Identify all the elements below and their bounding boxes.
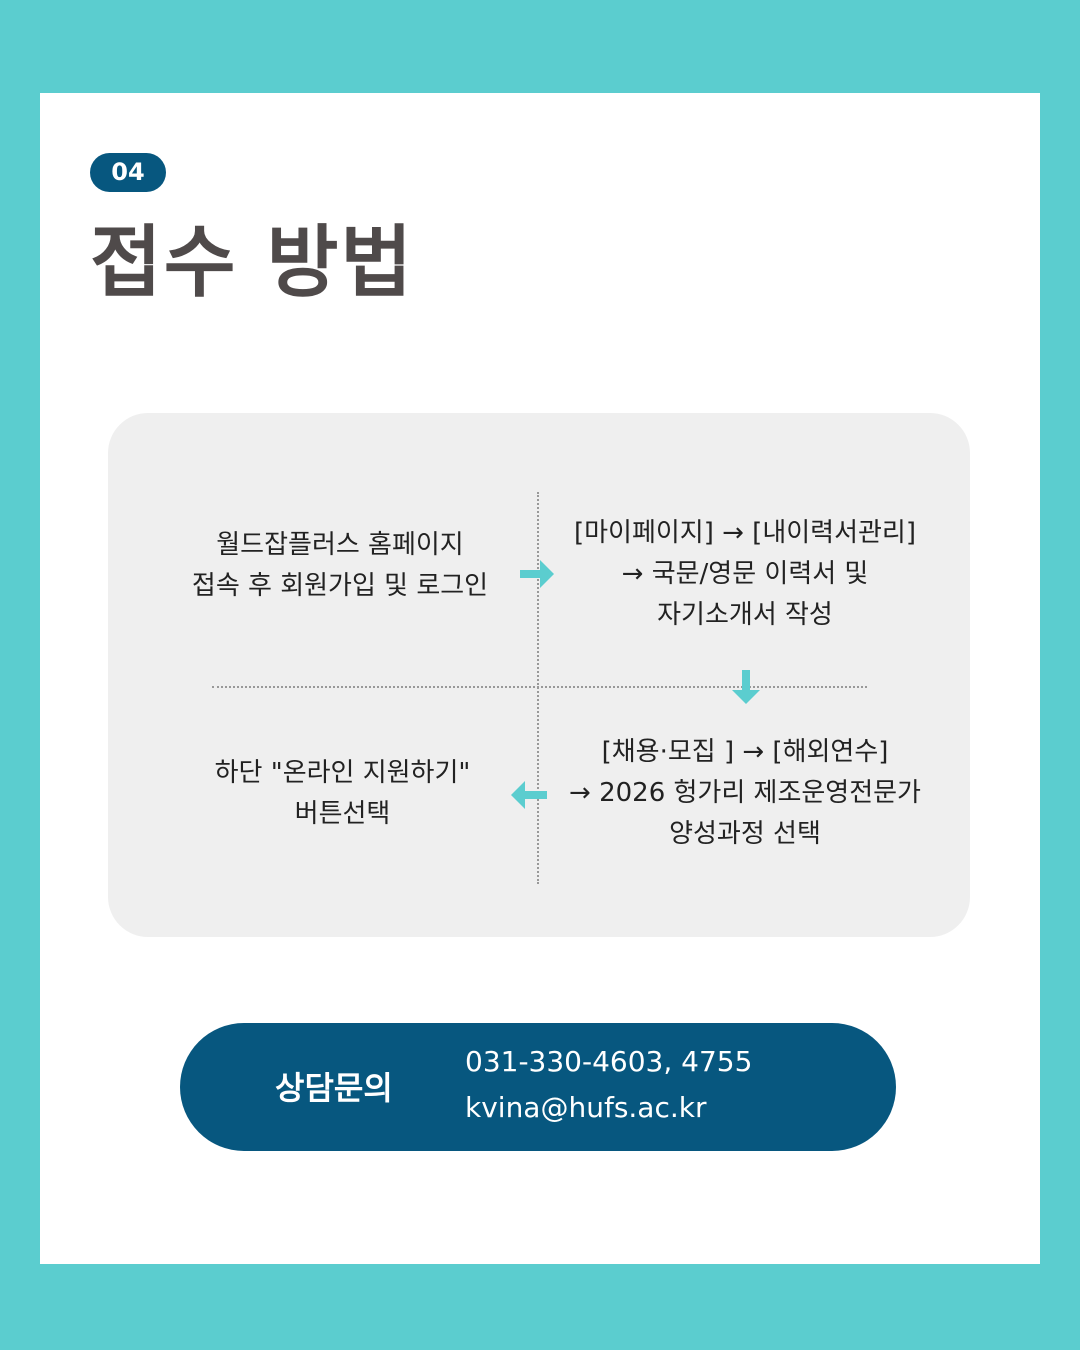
arrow-left-icon <box>511 781 547 809</box>
contact-banner: 상담문의 031-330-4603, 4755 kvina@hufs.ac.kr <box>180 1023 896 1151</box>
step-3: [채용·모집 ] → [해외연수] → 2026 헝가리 제조운영전문가 양성과… <box>569 737 921 849</box>
steps-panel <box>108 413 970 937</box>
vertical-divider <box>537 492 539 884</box>
contact-email[interactable]: kvina@hufs.ac.kr <box>465 1091 707 1124</box>
step-2: [마이페이지] → [내이력서관리] → 국문/영문 이력서 및 자기소개서 작… <box>573 518 916 630</box>
contact-label: 상담문의 <box>275 1069 393 1107</box>
arrow-right-icon <box>520 560 554 588</box>
step-4: 하단 "온라인 지원하기" 버튼선택 <box>214 758 471 829</box>
section-number-badge: 04 <box>90 153 166 192</box>
horizontal-divider <box>212 686 867 688</box>
page-title: 접수 방법 <box>90 218 415 308</box>
step-1: 월드잡플러스 홈페이지 접속 후 회원가입 및 로그인 <box>191 530 489 601</box>
arrow-down-icon <box>732 670 760 704</box>
contact-phone: 031-330-4603, 4755 <box>465 1045 753 1078</box>
